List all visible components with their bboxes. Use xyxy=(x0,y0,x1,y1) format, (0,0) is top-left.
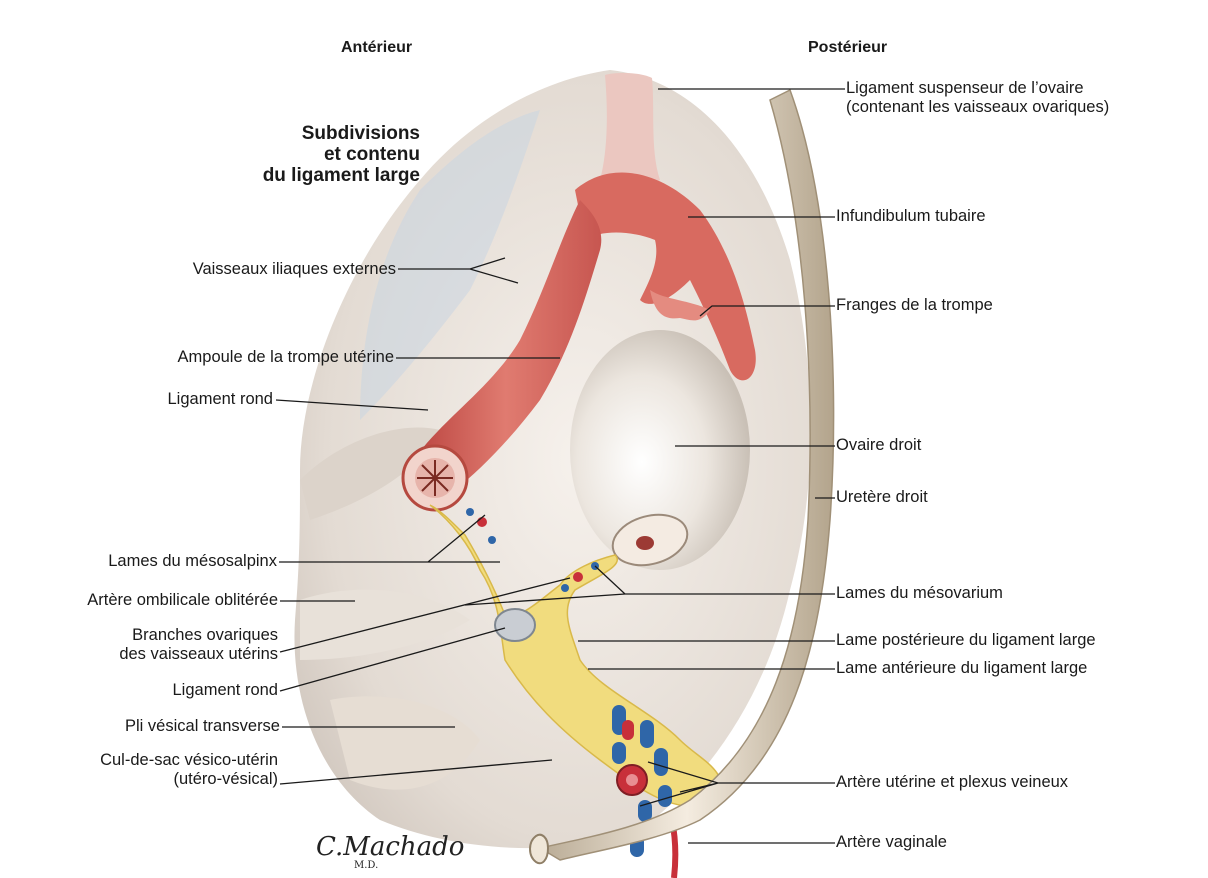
suspensory-ligament xyxy=(600,73,660,188)
artist-signature: C.Machado M.D. xyxy=(316,832,465,871)
label-cul-de-sac-line-1: Cul-de-sac vésico-utérin xyxy=(100,751,278,769)
label-suspenseur-line-1: Ligament suspenseur de l’ovaire xyxy=(846,79,1084,97)
right-ovary-shape xyxy=(570,330,750,570)
label-mesosalpinx: Lames du mésosalpinx xyxy=(108,552,277,570)
fimbriae-shape xyxy=(650,290,710,321)
leader-lines xyxy=(275,88,845,844)
label-ampoule: Ampoule de la trompe utérine xyxy=(177,348,394,366)
label-artere-uterine: Artère utérine et plexus veineux xyxy=(836,773,1069,791)
label-branches-line-1: Branches ovariques xyxy=(132,626,278,644)
left-folds xyxy=(300,427,440,520)
label-uretere-droit: Uretère droit xyxy=(836,488,928,506)
label-branches-ovariques: Branches ovariques des vaisseaux utérins xyxy=(119,626,278,664)
diagram-title: Subdivisions et contenu du ligament larg… xyxy=(263,123,420,186)
infundibulum-shape xyxy=(575,172,756,381)
signature-suffix: M.D. xyxy=(354,860,379,871)
label-branches-line-2: des vaisseaux utérins xyxy=(119,645,278,663)
label-lame-posterieure: Lame postérieure du ligament large xyxy=(836,631,1096,649)
label-suspenseur-line-2: (contenant les vaisseaux ovariques) xyxy=(846,98,1110,116)
title-line-2: et contenu xyxy=(323,144,420,165)
label-cul-de-sac-line-2: (utéro-vésical) xyxy=(173,770,278,788)
anterior-header: Antérieur xyxy=(341,39,413,56)
title-line-1: Subdivisions xyxy=(301,123,420,144)
label-pli-vesical: Pli vésical transverse xyxy=(125,717,280,735)
posterior-header: Postérieur xyxy=(808,39,888,56)
title-line-3: du ligament large xyxy=(262,165,420,186)
label-ovaire-droit: Ovaire droit xyxy=(836,436,922,454)
label-infundibulum: Infundibulum tubaire xyxy=(836,207,986,225)
label-mesovarium: Lames du mésovarium xyxy=(836,584,1003,602)
uterine-vessels xyxy=(612,705,672,857)
label-vaisseaux-iliaques: Vaisseaux iliaques externes xyxy=(192,260,396,278)
label-ligament-rond-lower: Ligament rond xyxy=(172,681,279,699)
signature-name: C.Machado xyxy=(316,832,465,862)
uterine-tube-shape xyxy=(410,200,602,490)
label-ligament-rond-upper: Ligament rond xyxy=(167,390,274,408)
ureter-cut-end xyxy=(529,833,550,865)
label-ligament-suspenseur: Ligament suspenseur de l’ovaire (contena… xyxy=(846,79,1109,117)
label-artere-vaginale: Artère vaginale xyxy=(836,833,947,851)
label-lame-anterieure: Lame antérieure du ligament large xyxy=(836,659,1088,677)
label-artere-ombilicale: Artère ombilicale oblitérée xyxy=(87,591,278,609)
iliac-vessels-shading xyxy=(360,110,540,420)
round-ligament-section xyxy=(494,608,536,642)
label-franges: Franges de la trompe xyxy=(836,296,993,314)
label-cul-de-sac: Cul-de-sac vésico-utérin (utéro-vésical) xyxy=(100,751,278,789)
